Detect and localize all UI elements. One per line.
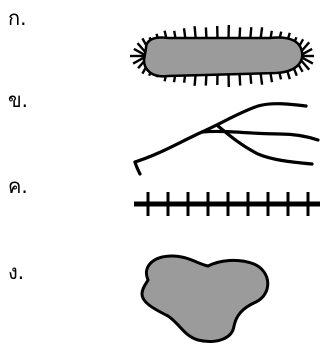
- option-b-label: ข.: [8, 90, 28, 110]
- option-c-label: ค.: [8, 176, 28, 196]
- crosshatched-line-icon: [132, 188, 322, 218]
- option-a-label: ก.: [8, 8, 26, 28]
- gray-amoeboid-blob-icon: [128, 250, 278, 346]
- option-d-label: ง.: [8, 262, 24, 282]
- ciliated-elongated-cell-icon: [120, 18, 320, 98]
- branching-filament-icon: [130, 100, 320, 180]
